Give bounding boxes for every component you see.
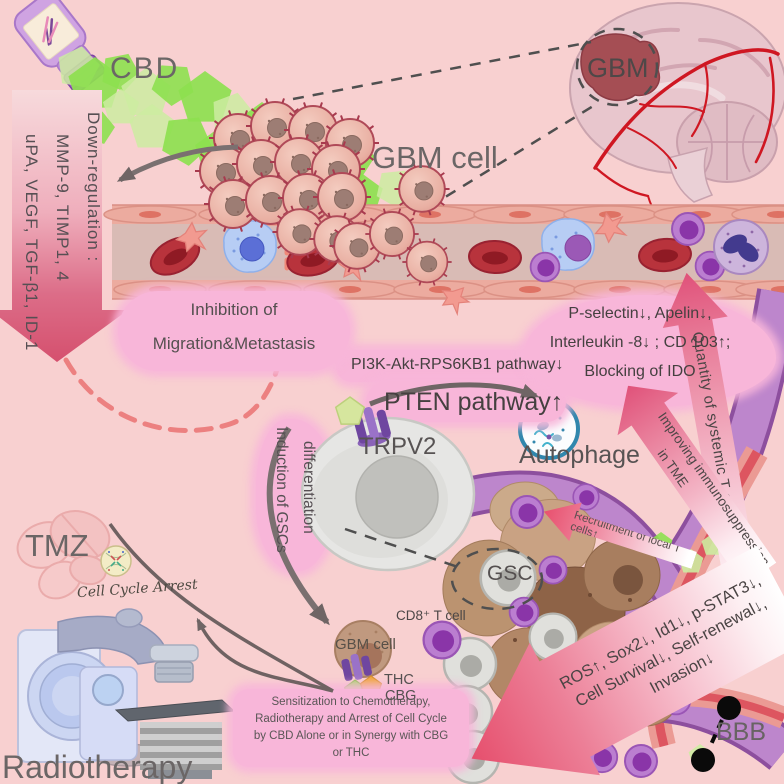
tmz-label: TMZ (25, 528, 89, 563)
immune-bubble-text: P-selectin↓, Apelin↓, Interleukin -8↓ ; … (520, 299, 760, 386)
gbm-tumor (580, 33, 661, 102)
inhibition-dashed-curve (63, 299, 291, 433)
bbb-label: BBB (716, 718, 767, 746)
induction-arrow (266, 426, 330, 626)
cbg-label: CBG (385, 688, 417, 704)
pi3k-label: PI3K-Akt-RPS6KB1 pathway↓ (351, 356, 564, 373)
downreg-line3: uPA, VEGF, TGF-β1, ID-1 (22, 134, 41, 352)
autophage-label: Autophage (519, 441, 640, 469)
cbd-label: CBD (110, 52, 180, 85)
inhibition-line1: Inhibition of (190, 300, 278, 319)
bbb-dot-top (717, 696, 741, 720)
sensitization-text: Sensitization to Chemotherapy, Radiother… (237, 694, 465, 762)
blood-cells (143, 208, 769, 318)
radiotherapy-label: Radiotherapy (2, 749, 193, 784)
pten-label: PTEN pathway↑ (384, 388, 564, 416)
sens-line1: Sensitization to Chemotherapy, (271, 696, 431, 708)
downreg-line1: Down-regulation : (84, 112, 103, 263)
sensitization-arrow (196, 617, 334, 693)
downregulation-text: Down-regulation : MMP-9, TIMP1, 4 uPA, V… (16, 104, 109, 414)
bbb-dashed-link (707, 719, 724, 750)
gbm-label: GBM (587, 53, 649, 83)
neutrophil (713, 219, 769, 275)
downregulation-arrow (0, 90, 128, 362)
immune-line3: Blocking of IDO (584, 363, 696, 380)
sensitization-bubble (233, 689, 469, 767)
radiotherapy-machine (17, 608, 236, 779)
gsc-label: GSC (487, 562, 533, 585)
gbm-cell-bottom-group (334, 620, 392, 711)
mitosis-icon (100, 545, 132, 577)
gbm-cell-label: GBM cell (372, 140, 498, 175)
cbd-effect-arrow (116, 144, 239, 183)
receptor-icon (341, 653, 372, 681)
thc-label: THC (384, 672, 414, 688)
sens-line3: by CBD Alone or in Synergy with CBG (253, 730, 449, 742)
bbb-dot-bottom (691, 748, 715, 772)
induction-line2: differentiation (300, 441, 317, 534)
zoom-dashed-lines (292, 27, 659, 209)
induction-text: Induction of GSCs differentiation (268, 427, 322, 577)
cannabis-leaf-icon (42, 16, 59, 46)
pten-autophagy-arrow (369, 382, 540, 407)
immune-line2: Interleukin -8↓ ; CD 103↑; (549, 334, 731, 351)
gsc-dashed-link (344, 527, 544, 611)
inhibition-bubble (118, 291, 350, 371)
sens-line2: Radiotherapy and Arrest of Cell Cycle (255, 713, 447, 725)
sens-line4: or THC (332, 747, 370, 759)
immune-bubble (524, 295, 776, 407)
inhibition-line2: Migration&Metastasis (152, 334, 316, 353)
downreg-line2: MMP-9, TIMP1, 4 (53, 134, 72, 282)
treatment-table-stand (140, 722, 222, 779)
gbm-cell-bottom-label: GBM cell (335, 636, 396, 653)
tmz-pills (16, 510, 111, 600)
inhibition-text: Inhibition of Migration&Metastasis (120, 293, 348, 361)
trpv2-label: TRPV2 (359, 433, 437, 460)
immune-line1: P-selectin↓, Apelin↓, (568, 305, 712, 322)
cd8-tcell-label: CD8⁺ T cell (396, 608, 466, 623)
therapy-curve (108, 522, 334, 693)
induction-line1: Induction of GSCs (273, 427, 290, 553)
